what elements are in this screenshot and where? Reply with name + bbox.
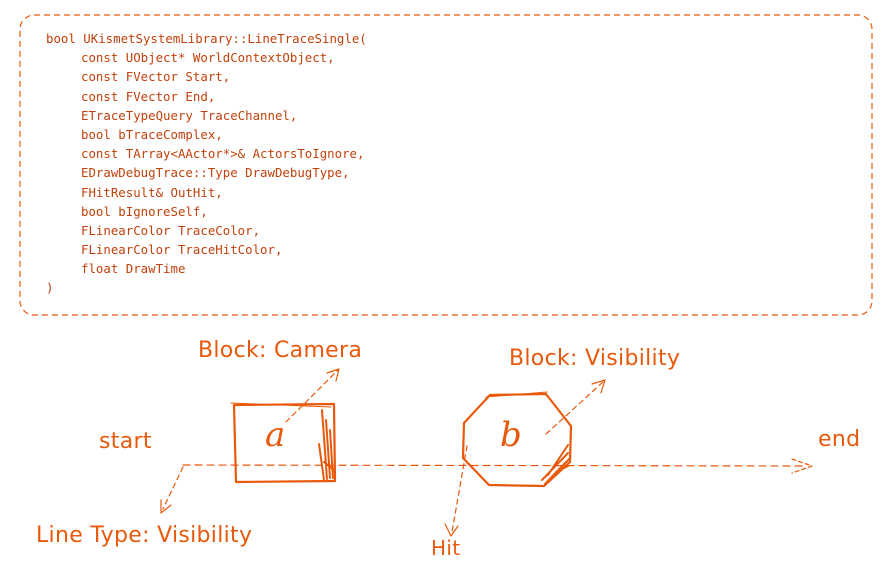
block-a-letter: a bbox=[265, 415, 286, 455]
line-type-label: Line Type: Visibility bbox=[36, 523, 253, 548]
code-param: float DrawTime bbox=[81, 261, 186, 277]
code-line-closing: ) bbox=[46, 280, 54, 296]
block-a-square bbox=[230, 402, 337, 484]
code-param: const FVector Start, bbox=[81, 69, 231, 85]
code-param: const TArray<AActor*>& ActorsToIgnore, bbox=[81, 146, 365, 162]
code-param: const UObject* WorldContextObject, bbox=[81, 50, 335, 66]
block-visibility-arrow bbox=[545, 379, 606, 435]
trace-line bbox=[182, 458, 813, 474]
block-visibility-label: Block: Visibility bbox=[509, 346, 681, 371]
block-b-letter: b bbox=[500, 415, 523, 455]
block-b-octagon bbox=[461, 391, 573, 488]
line-type-arrow bbox=[160, 466, 184, 514]
code-line-signature: bool UKismetSystemLibrary::LineTraceSing… bbox=[46, 31, 367, 46]
code-param: bool bIgnoreSelf, bbox=[81, 203, 208, 219]
block-camera-arrow bbox=[285, 368, 340, 423]
block-camera-label: Block: Camera bbox=[198, 338, 363, 363]
code-param: EDrawDebugTrace::Type DrawDebugType, bbox=[81, 165, 350, 181]
code-param: FLinearColor TraceHitColor, bbox=[81, 242, 283, 258]
code-block-border bbox=[19, 14, 873, 316]
code-param: bool bTraceComplex, bbox=[81, 126, 223, 142]
hit-arrow bbox=[444, 445, 468, 537]
code-param: ETraceTypeQuery TraceChannel, bbox=[81, 107, 298, 123]
code-block: bool UKismetSystemLibrary::LineTraceSing… bbox=[19, 14, 873, 316]
end-label: end bbox=[818, 427, 861, 452]
function-signature-code: bool UKismetSystemLibrary::LineTraceSing… bbox=[46, 29, 367, 298]
start-label: start bbox=[99, 429, 152, 454]
hit-label: Hit bbox=[431, 536, 461, 560]
code-param: const FVector End, bbox=[81, 88, 216, 104]
code-param: FHitResult& OutHit, bbox=[81, 184, 223, 200]
code-param: FLinearColor TraceColor, bbox=[81, 222, 261, 238]
